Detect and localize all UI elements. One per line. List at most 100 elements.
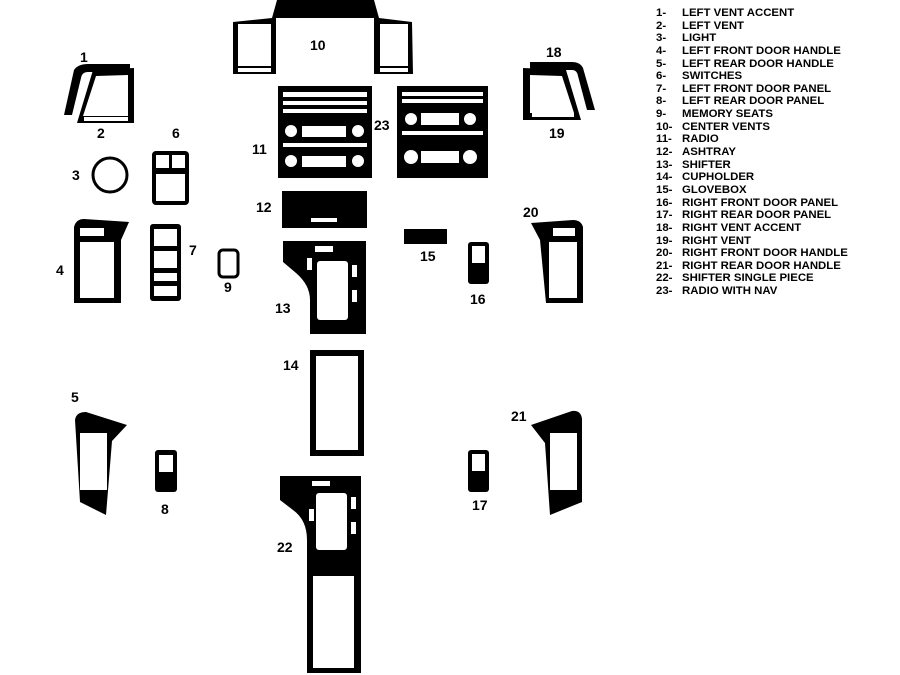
part-13-slot [315, 246, 333, 252]
legend-item-name: LEFT REAR DOOR PANEL [682, 95, 825, 108]
legend-item-name: CENTER VENTS [682, 120, 770, 133]
part-11-knob-1 [285, 125, 297, 137]
legend-item: 17-RIGHT REAR DOOR PANEL [656, 209, 896, 222]
part-7-cutout-d [154, 286, 177, 296]
legend-item-name: LEFT VENT [682, 19, 745, 32]
legend-item-name: RIGHT REAR DOOR PANEL [682, 209, 832, 222]
part-20-handle-slot [553, 228, 575, 236]
legend-item-number: 7- [656, 82, 667, 95]
label-23: 23 [374, 117, 390, 133]
legend-item-number: 6- [656, 70, 667, 83]
legend-item-number: 19- [656, 234, 673, 247]
part-7-cutout-c [154, 273, 177, 281]
legend-item: 5- LEFT REAR DOOR HANDLE [656, 58, 896, 71]
part-11-knob-4 [352, 155, 364, 167]
legend-item-name: SWITCHES [682, 70, 743, 83]
part-14-opening [316, 356, 358, 450]
legend-item-number: 5- [656, 57, 667, 70]
legend-item-name: LEFT REAR DOOR HANDLE [682, 57, 834, 70]
label-11: 11 [252, 141, 267, 157]
part-8-cutout [159, 455, 173, 472]
legend-item-number: 12- [656, 146, 673, 159]
part-23-knob-4 [463, 150, 477, 164]
part-4-handle-slot [80, 228, 104, 236]
part-17-cutout [472, 454, 485, 471]
part-15-glovebox [404, 229, 447, 244]
legend-item-number: 1- [656, 7, 667, 19]
part-23-strip-1 [402, 92, 483, 96]
part-10-slot-right [380, 68, 408, 72]
part-22-gate [316, 493, 347, 550]
legend-item: 16-RIGHT FRONT DOOR PANEL [656, 197, 896, 210]
label-17: 17 [472, 497, 488, 513]
legend-item-name: RIGHT VENT [682, 234, 751, 247]
label-19: 19 [549, 125, 565, 141]
legend-item-name: MEMORY SEATS [682, 108, 773, 121]
part-12-slot [311, 218, 337, 222]
legend-item: 22-SHIFTER SINGLE PIECE [656, 272, 896, 285]
part-10-slot-left [238, 68, 271, 72]
legend-item: 7-LEFT FRONT DOOR PANEL [656, 83, 896, 96]
legend-item-number: 14- [656, 171, 673, 184]
part-4-left-front-door-handle [74, 219, 129, 303]
part-3-light [91, 156, 129, 194]
label-6: 6 [172, 125, 180, 141]
legend-item: 3-LIGHT [656, 32, 896, 45]
part-11-display-2 [302, 156, 346, 167]
legend-item-number: 22- [656, 272, 673, 285]
legend-item-number: 15- [656, 183, 673, 196]
part-10-center-vents [233, 0, 413, 74]
label-15: 15 [420, 248, 436, 264]
legend-item-number: 20- [656, 247, 673, 260]
legend-item-name: ASHTRAY [682, 146, 737, 159]
label-22: 22 [277, 539, 293, 555]
legend-item-number: 23- [656, 285, 673, 298]
part-23-strip-2 [402, 99, 483, 103]
part-23-display-1 [421, 113, 459, 125]
label-5: 5 [71, 389, 79, 405]
part-16-cutout [472, 246, 485, 263]
legend-item-name: LIGHT [682, 32, 717, 45]
part-2-left-vent [77, 68, 134, 123]
part-11-knob-3 [285, 155, 297, 167]
legend-item-number: 18- [656, 221, 673, 234]
part-23-knob-2 [464, 113, 476, 125]
legend-item-number: 9- [656, 108, 667, 121]
legend-item: 10- CENTER VENTS [656, 121, 896, 134]
part-11-display-1 [302, 126, 346, 137]
part-2-left-vent-slot [84, 117, 128, 121]
legend-item: 1- LEFT VENT ACCENT [656, 7, 896, 20]
part-22-tick-2 [351, 522, 356, 534]
legend-item-name: RIGHT FRONT DOOR HANDLE [682, 247, 848, 260]
legend-item: 23-RADIO WITH NAV [656, 285, 896, 298]
part-1-left-vent-accent [64, 64, 130, 115]
label-16: 16 [470, 291, 486, 307]
legend-item-number: 21- [656, 259, 673, 272]
part-7-cutout-b [154, 251, 177, 268]
legend-item-number: 11- [656, 133, 672, 146]
legend-item: 14- CUPHOLDER [656, 171, 896, 184]
legend-item-name: CUPHOLDER [682, 171, 755, 184]
label-14: 14 [283, 357, 299, 373]
part-11-knob-2 [352, 125, 364, 137]
part-23-strip-3 [402, 131, 483, 135]
part-13-tick-3 [307, 258, 312, 270]
legend-item-number: 10- [656, 120, 673, 133]
legend-item: 21-RIGHT REAR DOOR HANDLE [656, 260, 896, 273]
part-23-display-2 [421, 151, 459, 163]
part-23-knob-1 [405, 113, 417, 125]
legend-item: 8-LEFT REAR DOOR PANEL [656, 95, 896, 108]
label-21: 21 [511, 408, 527, 424]
part-21-right-rear-door-handle [531, 410, 582, 515]
part-6-switch-a [156, 155, 169, 168]
part-13-tick-1 [352, 265, 357, 277]
legend-item-name: GLOVEBOX [682, 183, 747, 196]
part-11-strip-3 [283, 109, 367, 113]
legend-item-name: SHIFTER [682, 158, 731, 171]
label-3: 3 [72, 167, 80, 183]
label-20: 20 [523, 204, 539, 220]
label-13: 13 [275, 300, 291, 316]
legend-item-name: LEFT VENT ACCENT [682, 7, 795, 19]
part-22-tick-3 [309, 509, 314, 521]
